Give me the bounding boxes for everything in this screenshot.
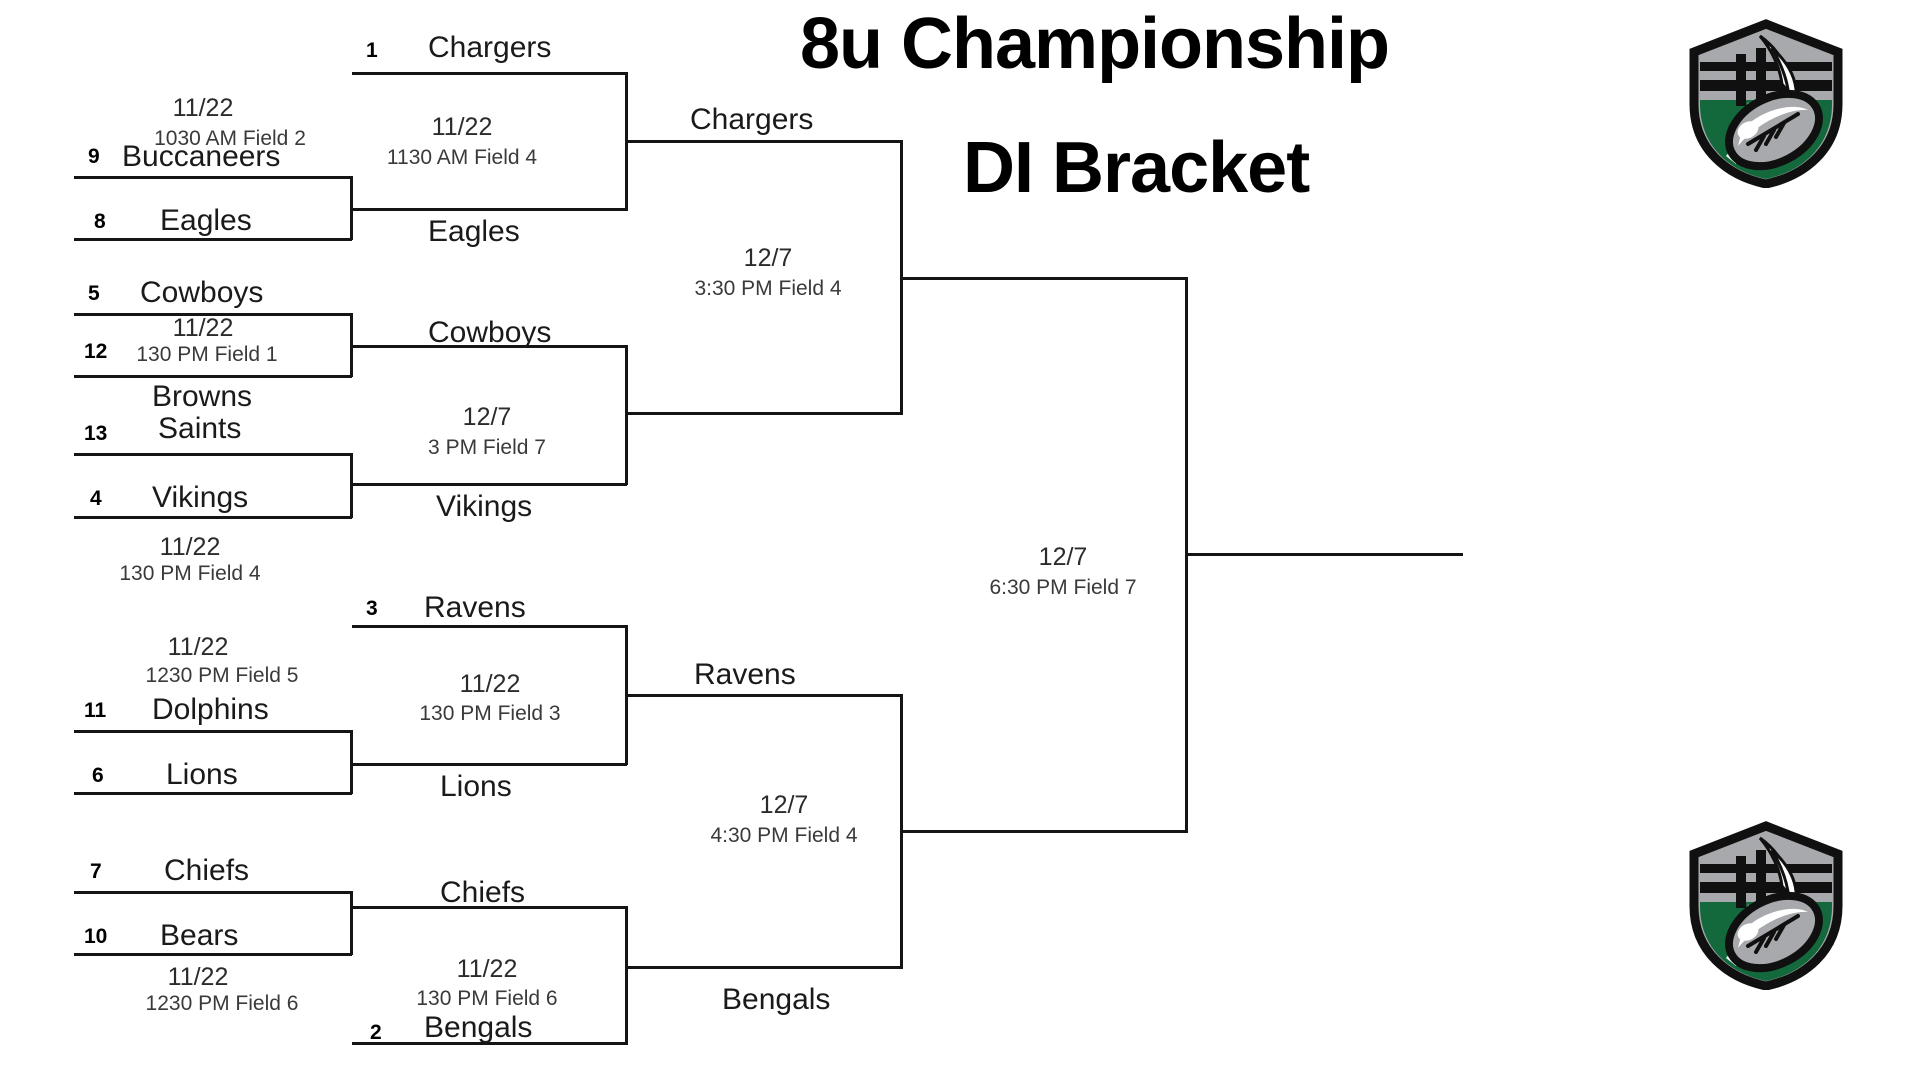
team-r3-bengals: Bengals	[722, 983, 831, 1016]
game-11-date: 12/7	[759, 791, 809, 819]
game-4-date: 11/22	[167, 633, 229, 661]
team-bears: Bears	[160, 919, 239, 952]
team-vikings: Vikings	[152, 481, 249, 514]
r2-line-chargers	[352, 72, 627, 75]
team-r3-ravens: Ravens	[694, 658, 796, 691]
game-8-time: 130 PM Field 3	[419, 702, 561, 725]
team-chiefs: Chiefs	[164, 854, 250, 887]
game-3-time: 130 PM Field 4	[119, 562, 261, 585]
r3-line-top	[627, 140, 902, 143]
game-11-time: 4:30 PM Field 4	[710, 824, 858, 847]
seed-browns: 12	[84, 340, 108, 363]
champion-line	[1185, 553, 1463, 556]
team-r2-cowboys: Cowboys	[428, 316, 552, 349]
game-7-time: 3 PM Field 7	[428, 436, 546, 459]
r2-connector-2	[625, 345, 628, 485]
r2-line-cowboys	[352, 345, 627, 348]
team-r2-bengals: Bengals	[424, 1011, 533, 1044]
football-shield-logo-icon-secondary	[1686, 820, 1846, 991]
game-9-date: 11/22	[456, 955, 518, 983]
game-3-date: 11/22	[159, 533, 221, 561]
team-dolphins: Dolphins	[152, 693, 269, 726]
r2-line-vikings	[352, 483, 627, 486]
page-title-line-2: DI Bracket	[963, 128, 1310, 208]
game-2-date: 11/22	[172, 314, 234, 342]
r2-line-bengals	[352, 1042, 627, 1045]
game-9-time: 130 PM Field 6	[416, 987, 558, 1010]
r1-line-buccaneers	[74, 176, 352, 179]
team-buccaneers: Buccaneers	[122, 140, 281, 173]
r3-line-bottom	[627, 412, 902, 415]
seed-bears: 10	[84, 925, 108, 948]
r1-line-bears	[74, 953, 352, 956]
page-title-line-1: 8u Championship	[800, 4, 1390, 84]
team-r2-chiefs: Chiefs	[440, 876, 526, 909]
seed-r2-chargers: 1	[366, 39, 378, 62]
game-10-date: 12/7	[743, 244, 793, 272]
seed-r2-ravens: 3	[366, 597, 378, 620]
r1-line-eagles	[74, 238, 352, 241]
game-6-time: 1130 AM Field 4	[386, 146, 538, 169]
game-10-time: 3:30 PM Field 4	[694, 277, 842, 300]
team-r2-vikings: Vikings	[436, 490, 533, 523]
team-r2-lions: Lions	[440, 770, 512, 803]
r2-line-lions	[352, 763, 627, 766]
r1-connector-5	[350, 891, 353, 955]
seed-chiefs: 7	[90, 860, 102, 883]
r3-connector-1	[900, 140, 903, 415]
r2-connector-3	[625, 625, 628, 765]
seed-cowboys: 5	[88, 282, 100, 305]
game-1-date: 11/22	[172, 94, 234, 122]
team-lions: Lions	[166, 758, 238, 791]
r1-line-vikings	[74, 516, 352, 519]
team-saints: Saints	[158, 412, 242, 445]
final-line-top	[902, 277, 1187, 280]
team-r2-ravens: Ravens	[424, 591, 526, 624]
team-cowboys: Cowboys	[140, 276, 264, 309]
team-r2-eagles: Eagles	[428, 215, 520, 248]
seed-dolphins: 11	[84, 699, 107, 722]
r3-line-bot-2	[627, 966, 902, 969]
r1-connector-1	[350, 176, 353, 240]
game-8-date: 11/22	[459, 670, 521, 698]
r2-line-eagles	[352, 208, 627, 211]
team-eagles: Eagles	[160, 204, 252, 237]
seed-lions: 6	[92, 764, 104, 787]
r1-connector-3	[350, 453, 353, 518]
final-line-bottom	[902, 830, 1187, 833]
seed-saints: 13	[84, 422, 108, 445]
r1-line-browns	[74, 375, 352, 378]
final-time: 6:30 PM Field 7	[989, 576, 1137, 599]
r3-connector-2	[900, 694, 903, 969]
seed-eagles: 8	[94, 210, 106, 233]
final-date: 12/7	[1038, 543, 1088, 571]
football-shield-logo-icon	[1686, 18, 1846, 189]
game-5-time: 1230 PM Field 6	[145, 992, 299, 1015]
r2-connector-1	[625, 72, 628, 211]
r1-line-lions	[74, 792, 352, 795]
r1-line-chiefs	[74, 891, 352, 894]
r3-line-top-2	[627, 694, 902, 697]
game-2-time: 130 PM Field 1	[136, 343, 278, 366]
team-r2-chargers: Chargers	[428, 31, 552, 64]
game-1-time: 1030 AM Field 2	[154, 127, 306, 150]
team-browns: Browns	[152, 380, 253, 413]
r1-connector-4	[350, 730, 353, 794]
game-5-date: 11/22	[167, 963, 229, 991]
r1-line-cowboys	[74, 313, 352, 316]
game-7-date: 12/7	[462, 403, 512, 431]
seed-r2-bengals: 2	[370, 1021, 382, 1044]
team-r3-chargers: Chargers	[690, 103, 814, 136]
seed-buccaneers: 9	[88, 145, 100, 168]
game-6-date: 11/22	[431, 113, 493, 141]
r2-line-ravens	[352, 625, 627, 628]
r1-line-dolphins	[74, 730, 352, 733]
game-4-time: 1230 PM Field 5	[145, 664, 299, 687]
seed-vikings: 4	[90, 487, 102, 510]
r1-line-saints	[74, 453, 352, 456]
r2-connector-4	[625, 906, 628, 1045]
r2-line-chiefs	[352, 906, 627, 909]
r1-connector-2	[350, 313, 353, 377]
